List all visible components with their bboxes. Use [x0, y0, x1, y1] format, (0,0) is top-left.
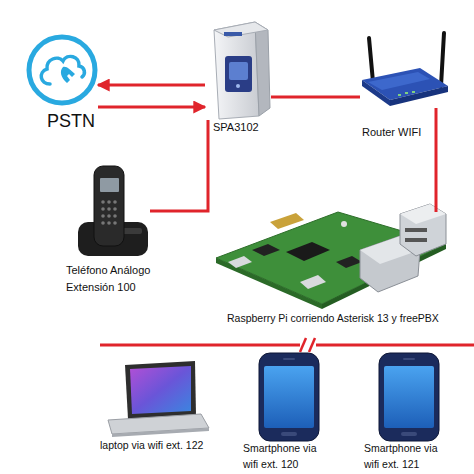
- network-cloud: PSTN: [27, 36, 98, 104]
- wifi-router: [369, 38, 373, 82]
- pstn-icon: [61, 67, 75, 83]
- analog-phone: [113, 214, 117, 218]
- raspberry-pi-board: [216, 204, 446, 309]
- analog-phone: [107, 207, 111, 211]
- connector-line: [435, 108, 438, 212]
- analog-phone: [100, 178, 119, 192]
- wireless-link-line: [316, 344, 474, 347]
- raspberry-pi-board: [400, 204, 446, 256]
- ata-device: [236, 84, 240, 88]
- device-box: Smartphone via wifi ext. 121: [378, 352, 440, 442]
- ata-device: [214, 22, 268, 37]
- smartphone: [379, 353, 439, 441]
- wireless-link-line: [100, 344, 300, 347]
- ata-device: [214, 22, 259, 119]
- node-label: Raspberry Pi corriendo Asterisk 13 y fre…: [227, 310, 439, 326]
- analog-phone: [107, 221, 111, 225]
- analog-phone: [101, 221, 105, 225]
- wifi-router: [368, 72, 430, 90]
- wifi-router: [405, 92, 408, 94]
- analog-phone: [107, 200, 111, 204]
- node-label: Router WIFI: [362, 124, 421, 141]
- device-box: Teléfono Análogo Extensión 100: [76, 164, 150, 258]
- raspberry-pi-board: [341, 221, 347, 227]
- node-label: laptop via wifi ext. 122: [100, 437, 203, 453]
- raspberry-pi-board: [252, 244, 280, 256]
- raspberry-pi-board: [300, 275, 326, 289]
- device-box: SPA3102: [205, 20, 271, 120]
- smartphone: [384, 366, 434, 428]
- laptop: [108, 361, 209, 437]
- device-box: Router WIFI: [360, 30, 450, 108]
- wireless-link-line: [309, 338, 315, 352]
- connector-line: [98, 106, 205, 109]
- smartphone: [403, 358, 415, 360]
- analog-phone: [101, 214, 105, 218]
- node-label: Teléfono Análogo Extensión 100: [66, 262, 166, 296]
- raspberry-pi-board: [405, 238, 427, 242]
- server-box: Raspberry Pi corriendo Asterisk 13 y fre…: [215, 212, 447, 310]
- ata-device: [225, 56, 252, 92]
- analog-phone: [101, 200, 105, 204]
- smartphone: [259, 353, 319, 441]
- device-box: Smartphone via wifi ext. 120: [258, 352, 320, 442]
- laptop: [130, 366, 191, 414]
- analog-phone: [101, 200, 117, 225]
- analog-phone: [107, 214, 111, 218]
- analog-phone: [101, 207, 105, 211]
- raspberry-pi-board: [405, 228, 427, 232]
- wifi-router: [412, 91, 415, 93]
- ata-device: [229, 62, 248, 80]
- node-label: PSTN: [47, 108, 95, 136]
- pstn-icon: [41, 56, 84, 84]
- pstn-icon: [29, 37, 95, 103]
- raspberry-pi-board: [228, 256, 252, 268]
- node-label: Smartphone via wifi ext. 120: [243, 440, 329, 473]
- node-label: Smartphone via wifi ext. 121: [364, 440, 450, 473]
- smartphone: [264, 366, 314, 428]
- smartphone: [401, 432, 417, 436]
- wireless-link-line: [100, 338, 474, 352]
- wifi-router: [362, 33, 448, 106]
- analog-phone: [113, 200, 117, 204]
- wifi-router: [398, 94, 401, 96]
- pstn-icon: [29, 37, 95, 103]
- wireless-link-line: [300, 338, 306, 352]
- analog-phone: [94, 166, 124, 246]
- analog-phone: [113, 207, 117, 211]
- analog-phone: [113, 221, 117, 225]
- raspberry-pi-board: [336, 256, 362, 268]
- device-box: laptop via wifi ext. 122: [106, 360, 211, 438]
- smartphone: [283, 358, 295, 360]
- smartphone: [281, 432, 297, 436]
- connector-line: [271, 96, 360, 99]
- node-label: SPA3102: [213, 119, 259, 136]
- wifi-router: [441, 33, 444, 86]
- smartphone: [379, 353, 439, 441]
- ata-device: [214, 22, 270, 119]
- laptop: [125, 361, 196, 419]
- connector-line: [150, 120, 208, 211]
- ata-device: [224, 32, 242, 36]
- smartphone: [259, 353, 319, 441]
- raspberry-pi-board: [286, 242, 330, 261]
- connector-line: [98, 84, 205, 87]
- raspberry-pi-board: [400, 204, 446, 224]
- laptop: [112, 428, 209, 437]
- ata-device: [255, 22, 270, 116]
- wifi-router: [390, 86, 448, 106]
- analog-phone: [78, 166, 148, 256]
- raspberry-pi-board: [270, 213, 304, 229]
